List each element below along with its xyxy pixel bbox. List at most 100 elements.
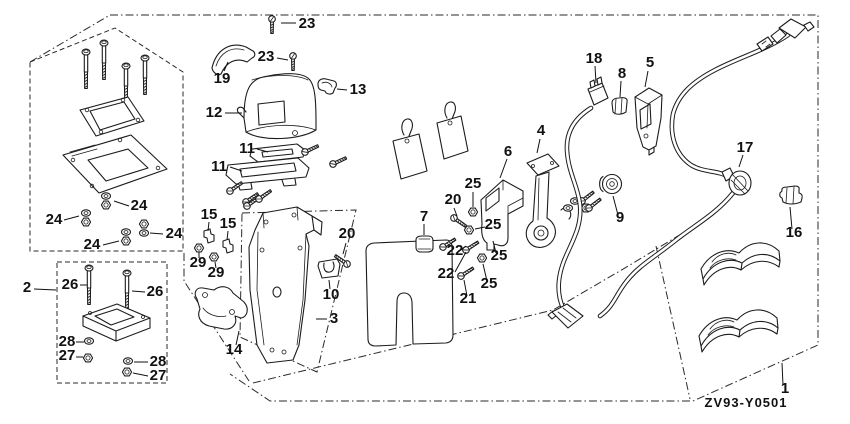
callout-leader-11 (229, 166, 243, 172)
part-callout-24: 24 (46, 211, 63, 228)
callout-leader-26 (131, 290, 146, 293)
callout-leader-6 (499, 158, 508, 179)
part-callout-23: 23 (258, 48, 275, 65)
callout-leader-22 (454, 251, 467, 273)
cable-clamp-10 (317, 258, 341, 279)
mount-bolts (81, 39, 150, 104)
part-callout-24: 24 (166, 225, 183, 242)
part-callout-20: 20 (339, 225, 356, 242)
harness-bottom-plug (547, 303, 584, 329)
part-callout-5: 5 (646, 54, 654, 71)
callout-leader-21 (463, 279, 468, 297)
mount-bracket-3 (248, 206, 323, 364)
connector-18 (587, 76, 609, 106)
callout-leader-13 (336, 88, 348, 91)
part-callout-25: 25 (491, 247, 508, 264)
part-callout-17: 17 (737, 139, 754, 156)
part-callout-4: 4 (537, 122, 546, 139)
callout-leader-9 (612, 195, 619, 216)
part-callout-22: 22 (447, 242, 464, 259)
hang-tag-2 (436, 101, 469, 160)
callout-leader-8 (619, 80, 622, 98)
part-callout-3: 3 (330, 310, 338, 327)
callout-leader-19 (223, 61, 229, 72)
part-callout-21: 21 (460, 290, 477, 307)
part-callout-25: 25 (465, 175, 482, 192)
mount-kit-group-box (29, 27, 184, 252)
callout-leader-2 (33, 288, 57, 291)
callout-leader-23 (276, 57, 289, 61)
lower-mount-14 (194, 286, 248, 330)
callout-leader-25 (482, 263, 488, 282)
switch-panel-5 (634, 87, 663, 156)
part-callout-11: 11 (211, 158, 227, 175)
grommet-8 (611, 97, 628, 115)
callout-leader-29 (214, 261, 217, 269)
callout-leader-15 (207, 221, 210, 232)
template-sheet (365, 239, 454, 347)
gasket-ring-plate (79, 96, 145, 137)
part-callout-14: 14 (226, 341, 243, 358)
part-callout-10: 10 (323, 286, 340, 303)
lever-hardware (560, 188, 604, 220)
harness-top-plug (756, 18, 815, 52)
part-callout-13: 13 (350, 81, 367, 98)
part-callout-11: 11 (239, 140, 255, 157)
callout-leader-4 (536, 138, 541, 154)
spacer-bolts-26 (84, 264, 132, 311)
bracket-group-box (239, 209, 357, 373)
callout-leader-24 (113, 200, 130, 207)
callout-leader-22 (460, 245, 467, 251)
part-callout-15: 15 (220, 215, 237, 232)
callout-leader-14 (235, 330, 240, 346)
part-callout-18: 18 (586, 50, 603, 67)
callout-leader-24 (102, 240, 120, 246)
spacer-washers-nuts (82, 337, 134, 377)
callout-leader-25 (474, 226, 486, 230)
hang-tag-1 (392, 118, 428, 180)
part-callout-22: 22 (438, 265, 455, 282)
callout-leader-17 (738, 154, 744, 168)
callout-leader-5 (644, 70, 649, 88)
part-callout-27: 27 (59, 347, 76, 364)
kit-boundary-outline (29, 14, 819, 402)
part-callout-2: 2 (23, 279, 31, 296)
part-callout-25: 25 (485, 216, 502, 233)
part-callout-16: 16 (786, 224, 803, 241)
clips-15 (203, 228, 234, 254)
wire-harness (556, 32, 791, 319)
control-housing-12 (236, 73, 317, 140)
part-callout-20: 20 (445, 191, 462, 208)
part-callout-9: 9 (616, 209, 624, 226)
screw-23-second (289, 52, 297, 72)
callout-leader-20 (453, 207, 458, 217)
callout-leader-25 (492, 240, 497, 254)
part-callout-19: 19 (214, 70, 231, 87)
bracket-rails-11 (225, 143, 310, 191)
diagram-code: ZV93-Y0501 (705, 395, 788, 410)
part-callout-29: 29 (190, 254, 207, 271)
part-callout-27: 27 (150, 367, 167, 384)
housing-cover-19 (211, 44, 256, 76)
part-callout-26: 26 (62, 276, 79, 293)
connector-17 (721, 167, 752, 196)
spacer-kit-group-box (56, 261, 168, 384)
part-callout-29: 29 (208, 264, 225, 281)
callout-leader-16 (789, 206, 793, 230)
part-callout-24: 24 (84, 236, 101, 253)
part-callout-28: 28 (59, 333, 76, 350)
callout-leader-24 (149, 232, 164, 235)
part-callout-28: 28 (150, 353, 167, 370)
part-callout-8: 8 (618, 65, 626, 82)
callout-leader-1 (781, 362, 784, 386)
friction-drum-9 (599, 173, 623, 195)
part-callout-1: 1 (781, 380, 789, 397)
callout-leader-20 (342, 242, 347, 255)
owners-manuals (698, 242, 781, 353)
callout-leader-24 (63, 215, 80, 221)
part-callout-24: 24 (131, 197, 148, 214)
callout-leader-27 (132, 372, 149, 377)
part-callout-25: 25 (481, 275, 498, 292)
